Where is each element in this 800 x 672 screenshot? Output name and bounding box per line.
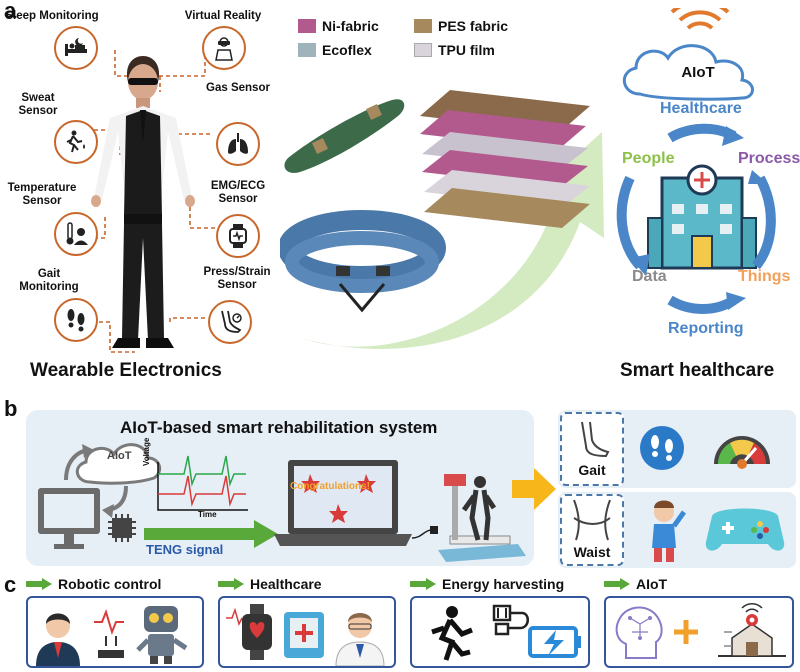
foot-outline-icon — [581, 421, 610, 458]
label-temperature-sensor: Temperature Sensor — [7, 182, 77, 207]
legend-ecoflex: Ecoflex — [298, 42, 372, 58]
label-gas-sensor: Gas Sensor — [206, 82, 270, 94]
label-virtual-reality: Virtual Reality — [184, 10, 262, 22]
label-sleep-monitoring: Sleep Monitoring — [5, 10, 99, 22]
ai-brain-head-icon — [615, 606, 663, 659]
waist-card — [560, 494, 624, 566]
medical-app-icon — [284, 612, 324, 658]
cycle-things-label: Things — [738, 268, 791, 285]
legend-tpu-film: TPU film — [414, 42, 495, 58]
large-green-arrow — [300, 132, 604, 349]
sleep-monitoring-icon — [54, 26, 98, 70]
sweat-runner-icon — [54, 120, 98, 164]
congratulations-text: Congratulations! — [290, 481, 370, 492]
plug-icon — [492, 604, 529, 636]
smart-cloud-label: AIoT — [681, 64, 715, 81]
swatch-pes — [414, 19, 432, 33]
teng-signal-plot — [157, 455, 248, 511]
aiot-box — [604, 596, 794, 668]
label-sweat-sensor: Sweat Sensor — [18, 92, 58, 117]
cycle-process-label: Process — [738, 150, 800, 167]
yellow-arrow-icon — [512, 468, 556, 510]
time-axis-label: Time — [198, 510, 217, 519]
label-emg-ecg-sensor: EMG/ECG Sensor — [210, 180, 266, 205]
green-arrow-icon — [410, 578, 436, 590]
robot-icon — [136, 606, 188, 664]
battery-charging-icon — [528, 626, 581, 658]
gamepad-icon — [705, 508, 785, 551]
smartwatch-icon — [216, 214, 260, 258]
legend-pes-fabric: PES fabric — [414, 18, 508, 34]
plus-icon — [674, 620, 698, 644]
footprints-circle-icon — [640, 426, 684, 470]
cloud-small-label: AIoT — [107, 450, 132, 462]
energy-harvesting-box — [410, 596, 590, 668]
gait-waist-icons — [573, 421, 785, 562]
running-person-icon — [431, 606, 473, 661]
panel-c-letter: c — [4, 572, 17, 597]
foot-pressure-icon — [208, 300, 252, 344]
cycle-healthcare-label: Healthcare — [660, 100, 742, 117]
green-arrow-icon — [26, 578, 52, 590]
treadmill-icon — [438, 474, 526, 562]
aiot-cloud-small-icon — [75, 443, 162, 485]
cycle-people-label: People — [622, 150, 675, 167]
voltage-axis-label: Voltage — [142, 437, 151, 466]
gauge-icon — [714, 436, 770, 469]
heart-watch-icon — [226, 604, 272, 660]
monitor-icon — [38, 488, 100, 549]
green-arrow-icon — [218, 578, 244, 590]
aiot-cloud-icon — [623, 44, 754, 101]
lungs-icon — [216, 122, 260, 166]
swatch-ecoflex — [298, 43, 316, 57]
rehab-system-diagram — [38, 443, 526, 562]
boy-waving-icon — [652, 500, 687, 562]
gait-label: Gait — [578, 462, 606, 478]
smart-healthcare-cycle — [616, 8, 776, 314]
energy-harvesting-title: Energy harvesting — [410, 576, 564, 592]
teng-signal-label: TENG signal — [146, 542, 224, 557]
doctor-icon — [335, 613, 385, 667]
router-icon — [98, 636, 124, 658]
wifi-icon — [670, 8, 730, 30]
waist-outline-icon — [573, 499, 611, 541]
smart-healthcare-title: Smart healthcare — [620, 360, 775, 381]
label-gait-monitoring: Gait Monitoring — [19, 268, 79, 293]
man-figure — [91, 56, 195, 348]
vr-headset-icon — [202, 26, 246, 70]
hospital-icon — [647, 164, 757, 270]
gait-card — [560, 412, 624, 486]
wearable-electronics-title: Wearable Electronics — [30, 360, 222, 381]
textile-sensor-illustration — [280, 90, 604, 349]
healthcare-title: Healthcare — [218, 576, 322, 592]
waist-belt — [280, 210, 446, 313]
thermometer-icon — [54, 212, 98, 256]
healthcare-box — [218, 596, 396, 668]
laptop-icon — [274, 460, 412, 546]
layer-stack — [420, 90, 590, 228]
person-avatar-icon — [36, 613, 80, 666]
cycle-data-label: Data — [632, 268, 667, 285]
rehab-system-title: AIoT-based smart rehabilitation system — [120, 418, 438, 437]
robotic-control-box — [26, 596, 204, 668]
green-arrow-icon — [604, 578, 630, 590]
swatch-ni — [298, 19, 316, 33]
insole — [284, 99, 405, 173]
heartbeat-icon — [94, 608, 124, 636]
aiot-title: AIoT — [604, 576, 667, 592]
cycle-reporting-label: Reporting — [668, 320, 744, 337]
robotic-control-title: Robotic control — [26, 576, 161, 592]
footprints-icon — [54, 298, 98, 342]
legend-ni-fabric: Ni-fabric — [298, 18, 379, 34]
chip-icon — [108, 514, 136, 542]
swatch-tpu — [414, 43, 432, 57]
smart-home-icon — [718, 603, 786, 657]
panel-b-letter: b — [4, 396, 18, 421]
panel-a-letter: a — [4, 0, 17, 23]
waist-label: Waist — [573, 544, 611, 560]
label-press-strain-sensor: Press/Strain Sensor — [203, 266, 271, 291]
